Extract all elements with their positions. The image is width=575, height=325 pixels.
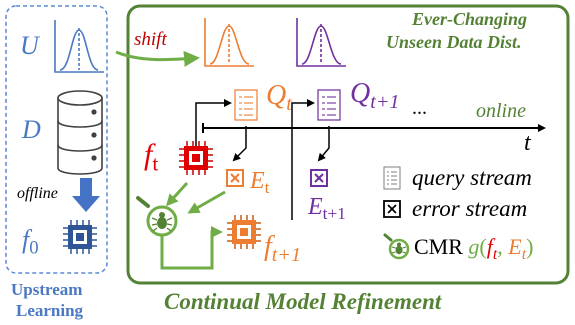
arrow-qt1-to-et1	[317, 126, 330, 162]
arrow-qt-to-et	[232, 126, 247, 162]
query-doc-purple-icon	[317, 89, 341, 121]
e-t1-label: Et+1	[308, 194, 346, 224]
distribution-chart-purple-icon	[296, 18, 346, 67]
arrow-et-to-cmr	[187, 190, 226, 214]
chip-icon	[63, 220, 97, 254]
legend-cmr-icon	[383, 233, 410, 260]
q-t1-label: Qt+1	[350, 78, 400, 114]
upstream-panel	[5, 5, 108, 274]
legend-error-stream: error stream	[412, 196, 528, 221]
error-box-orange-icon	[226, 169, 244, 187]
arrow-cmr-to-ft1	[160, 226, 223, 270]
legend-cmr: CMR g(ft, Et)	[414, 234, 534, 263]
offline-label: offline	[17, 185, 58, 202]
upstream-title-line2: Learning	[16, 301, 84, 320]
legend-query-doc-icon	[383, 166, 401, 190]
d-label: D	[22, 115, 41, 144]
e-t-label: Et	[250, 168, 270, 198]
f0-label: f0	[22, 225, 39, 259]
online-label: online	[476, 100, 526, 122]
q-t-label: Qt	[266, 80, 292, 116]
error-box-purple-icon	[310, 169, 328, 187]
shift-arrow	[115, 50, 200, 67]
distribution-chart-icon	[54, 20, 104, 73]
down-arrow-icon	[72, 178, 100, 212]
legend-query-stream: query stream	[412, 165, 532, 190]
ellipsis-label: ...	[412, 97, 427, 119]
f-t-label: ft	[144, 138, 159, 176]
upstream-title-line1: Upstream	[11, 280, 83, 299]
model-ft1-chip-icon	[227, 215, 261, 249]
arrow-ft-to-qt	[195, 99, 232, 146]
legend-error-box-icon	[383, 200, 401, 218]
shift-label: shift	[134, 29, 167, 50]
model-ft-chip-icon	[179, 141, 213, 175]
time-label: t	[524, 130, 531, 156]
main-title: Continual Model Refinement	[164, 289, 442, 314]
database-icon	[57, 90, 103, 175]
main-panel	[126, 4, 570, 285]
f-t1-label: ft+1	[264, 231, 302, 267]
query-doc-orange-icon	[234, 89, 258, 121]
heading-line1: Ever-Changing	[412, 9, 528, 29]
arrow-ft1-to-qt1	[291, 99, 315, 220]
distribution-chart-orange-icon	[204, 18, 254, 67]
arrow-ft-to-cmr	[165, 181, 189, 207]
heading-line2: Unseen Data Dist.	[386, 32, 522, 52]
u-label: U	[20, 31, 39, 60]
cmr-debug-icon	[136, 196, 178, 237]
